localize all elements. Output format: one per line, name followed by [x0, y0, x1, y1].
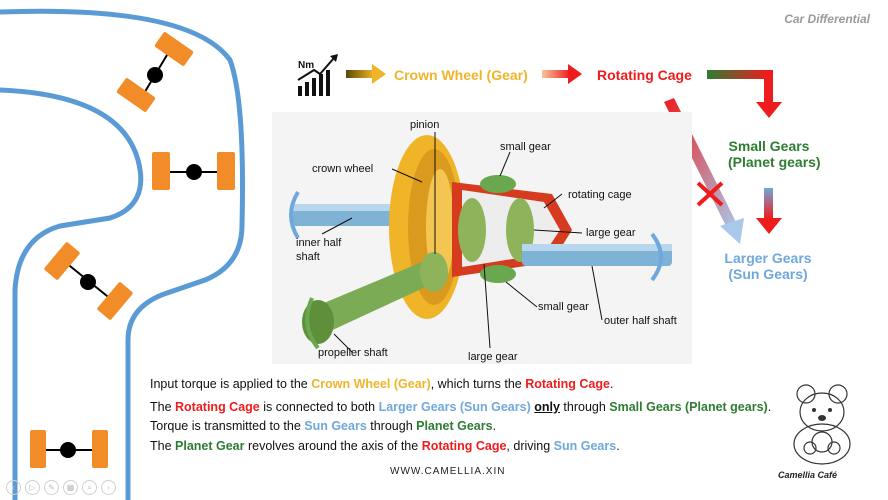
- road-lines: [0, 8, 245, 500]
- website-url: WWW.CAMELLIA.XIN: [390, 466, 506, 477]
- car-icon-4: [30, 430, 108, 468]
- bear-logo-icon: [793, 384, 851, 465]
- play-icon[interactable]: ▷: [25, 480, 40, 495]
- outer-half-shaft: [522, 232, 672, 282]
- label-large-gear-bottom: large gear: [468, 351, 518, 363]
- label-inner-half-shaft-1: inner half: [296, 237, 342, 249]
- arrow-crown-to-cage: [542, 64, 582, 84]
- logo-text: Camellia Café: [778, 470, 838, 480]
- description-line-4: The Planet Gear revolves around the axis…: [150, 439, 620, 453]
- small-gear-top: [480, 175, 516, 193]
- pinion: [420, 252, 448, 292]
- arrow-small-to-larger-gears: [756, 188, 782, 234]
- leader-lines: [321, 132, 603, 353]
- next-slide-icon[interactable]: ›: [101, 480, 116, 495]
- torque-unit-label: Nm: [298, 60, 315, 71]
- zoom-icon[interactable]: ⌕: [82, 480, 97, 495]
- label-pinion: pinion: [410, 119, 439, 131]
- arrow-torque-to-crown: [346, 64, 386, 84]
- description-line-3: Torque is transmitted to the Sun Gears t…: [150, 419, 497, 433]
- flow-rotating-cage: Rotating Cage: [597, 67, 692, 83]
- flow-crown-wheel: Crown Wheel (Gear): [394, 67, 528, 83]
- torque-chart-icon: [297, 54, 338, 96]
- label-inner-half-shaft-2: shaft: [296, 251, 320, 263]
- prev-slide-icon[interactable]: ‹: [6, 480, 21, 495]
- description-line-1: Input torque is applied to the Crown Whe…: [150, 377, 614, 391]
- arrow-cage-to-small-gears: [707, 70, 782, 118]
- label-propeller-shaft: propeller shaft: [318, 347, 388, 359]
- slide-toolbar: ‹ ▷ ✎ ▦ ⌕ ›: [6, 480, 116, 495]
- label-rotating-cage: rotating cage: [568, 189, 632, 201]
- car-icon-3: [44, 242, 133, 320]
- label-small-gear-bottom: small gear: [538, 301, 589, 313]
- car-icon-2: [152, 152, 235, 190]
- large-gear-left: [458, 198, 486, 262]
- label-large-gear-right: large gear: [586, 227, 636, 239]
- label-small-gear-top: small gear: [500, 141, 551, 153]
- pen-icon[interactable]: ✎: [44, 480, 59, 495]
- flow-small-gears: Small Gears (Planet gears): [728, 138, 821, 170]
- car-icon-1: [116, 32, 194, 112]
- description-line-2: The Rotating Cage is connected to both L…: [150, 400, 772, 414]
- differential-diagram: pinion crown wheel small gear rotating c…: [272, 112, 692, 364]
- road-illustration: [0, 8, 245, 500]
- flow-larger-gears: Larger Gears (Sun Gears): [724, 250, 812, 282]
- small-gear-bottom: [480, 265, 516, 283]
- propeller-shaft: [302, 262, 432, 350]
- label-crown-wheel: crown wheel: [312, 163, 373, 175]
- slides-icon[interactable]: ▦: [63, 480, 78, 495]
- label-outer-half-shaft: outer half shaft: [604, 315, 677, 327]
- corner-title: Car Differential: [784, 12, 870, 26]
